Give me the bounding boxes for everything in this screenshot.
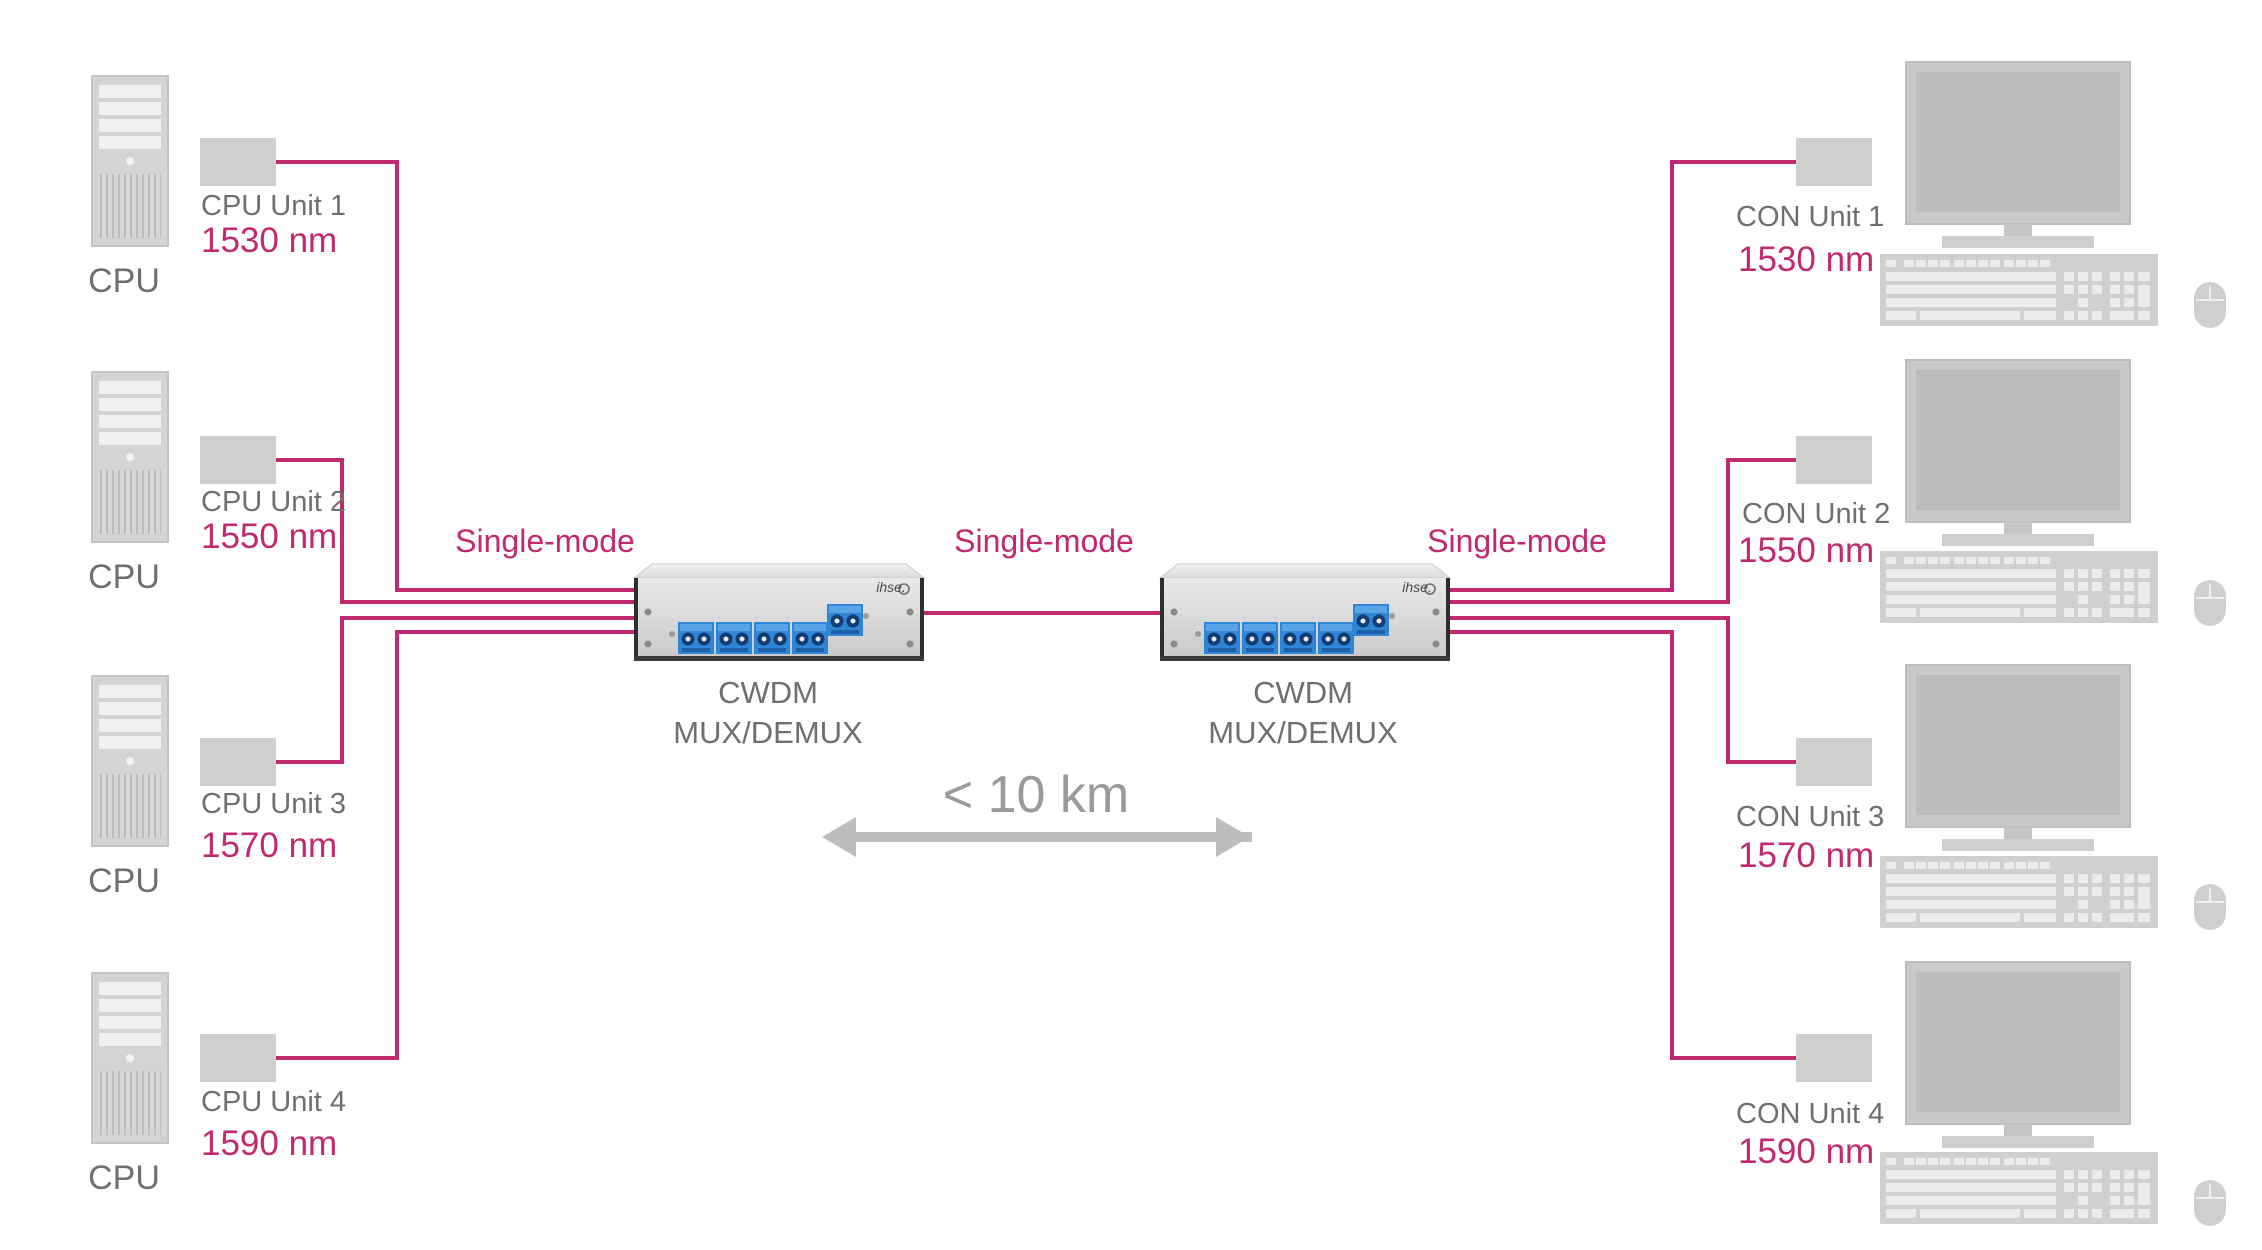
- mux-label-line2: MUX/DEMUX: [1208, 715, 1398, 750]
- con-group-4: CON Unit 4 1590 nm: [1736, 961, 2227, 1227]
- cpu-unit-wavelength: 1570 nm: [201, 826, 337, 865]
- cpu-group-3: CPU CPU Unit 3 1570 nm: [88, 675, 346, 900]
- mux-label-line2: MUX/DEMUX: [673, 715, 863, 750]
- con-unit-label: CON Unit 3: [1736, 801, 1884, 833]
- monitor-icon: [1905, 664, 2131, 852]
- fiber-cpu-unit-4: [276, 630, 636, 1060]
- fiber-group-cpu: [276, 160, 636, 1060]
- con-unit-label: CON Unit 4: [1736, 1098, 1884, 1130]
- extender-module-icon: [200, 1034, 276, 1082]
- extender-module-icon: [1796, 436, 1872, 484]
- extender-module-icon: [200, 138, 276, 186]
- mux-label-line1: CWDM: [1253, 675, 1353, 710]
- con-group-2: CON Unit 2 1550 nm: [1738, 359, 2227, 627]
- mux-demux-left: ihse. CWDM MUX/DEMUX: [634, 564, 924, 750]
- tower-pc-icon: [91, 371, 169, 543]
- fiber-cpu-unit-3: [276, 616, 636, 764]
- tower-pc-icon: [91, 75, 169, 247]
- keyboard-icon: [1880, 551, 2158, 623]
- extender-module-icon: [1796, 1034, 1872, 1082]
- mouse-icon: [2193, 579, 2227, 627]
- cpu-label: CPU: [88, 862, 160, 900]
- con-unit-wavelength: 1570 nm: [1738, 836, 1874, 875]
- fiber-label-center: Single-mode: [954, 523, 1134, 559]
- con-unit-label: CON Unit 2: [1742, 498, 1890, 530]
- extender-module-icon: [200, 436, 276, 484]
- keyboard-icon: [1880, 1152, 2158, 1224]
- tower-pc-icon: [91, 675, 169, 847]
- monitor-icon: [1905, 61, 2131, 249]
- fiber-con-unit-3: [1448, 616, 1796, 764]
- cpu-group-4: CPU CPU Unit 4 1590 nm: [88, 972, 346, 1197]
- monitor-icon: [1905, 359, 2131, 547]
- extender-module-icon: [1796, 738, 1872, 786]
- distance-indicator: < 10 km: [822, 766, 1252, 857]
- fiber-cpu-unit-1: [276, 160, 636, 592]
- cpu-group-2: CPU CPU Unit 2 1550 nm: [88, 371, 346, 596]
- cpu-unit-label: CPU Unit 3: [201, 788, 346, 820]
- extender-module-icon: [1796, 138, 1872, 186]
- fiber-label-right: Single-mode: [1427, 523, 1607, 559]
- cpu-unit-label: CPU Unit 1: [201, 190, 346, 222]
- mouse-icon: [2193, 883, 2227, 931]
- con-group-1: CON Unit 1 1530 nm: [1736, 61, 2227, 329]
- cpu-unit-wavelength: 1590 nm: [201, 1124, 337, 1163]
- cpu-unit-wavelength: 1550 nm: [201, 517, 337, 556]
- mouse-icon: [2193, 281, 2227, 329]
- cpu-label: CPU: [88, 558, 160, 596]
- mux-demux-right: ihse. CWDM MUX/DEMUX: [1160, 564, 1450, 750]
- cpu-unit-label: CPU Unit 4: [201, 1086, 346, 1118]
- con-group-3: CON Unit 3 1570 nm: [1736, 664, 2227, 931]
- cpu-label: CPU: [88, 1159, 160, 1197]
- cpu-group-1: CPU CPU Unit 1 1530 nm: [88, 75, 346, 300]
- distance-label: < 10 km: [943, 766, 1129, 824]
- cpu-label: CPU: [88, 262, 160, 300]
- extender-module-icon: [200, 738, 276, 786]
- cpu-unit-wavelength: 1530 nm: [201, 221, 337, 260]
- fiber-con-unit-4: [1448, 630, 1796, 1060]
- con-unit-wavelength: 1550 nm: [1738, 531, 1874, 570]
- mouse-icon: [2193, 1179, 2227, 1227]
- fiber-con-unit-2: [1448, 458, 1796, 604]
- fiber-cpu-unit-2: [276, 458, 636, 604]
- con-unit-wavelength: 1590 nm: [1738, 1132, 1874, 1171]
- con-unit-label: CON Unit 1: [1736, 201, 1884, 233]
- brand-logo: ihse.: [1402, 579, 1432, 595]
- brand-logo: ihse.: [876, 579, 906, 595]
- double-arrow-icon: [822, 817, 1252, 857]
- keyboard-icon: [1880, 856, 2158, 928]
- mux-label-line1: CWDM: [718, 675, 818, 710]
- tower-pc-icon: [91, 972, 169, 1144]
- keyboard-icon: [1880, 254, 2158, 326]
- fiber-con-unit-1: [1448, 160, 1796, 592]
- monitor-icon: [1905, 961, 2131, 1149]
- fiber-label-left: Single-mode: [455, 523, 635, 559]
- cpu-unit-label: CPU Unit 2: [201, 486, 346, 518]
- con-unit-wavelength: 1530 nm: [1738, 240, 1874, 279]
- fiber-group-con: [1448, 160, 1796, 1060]
